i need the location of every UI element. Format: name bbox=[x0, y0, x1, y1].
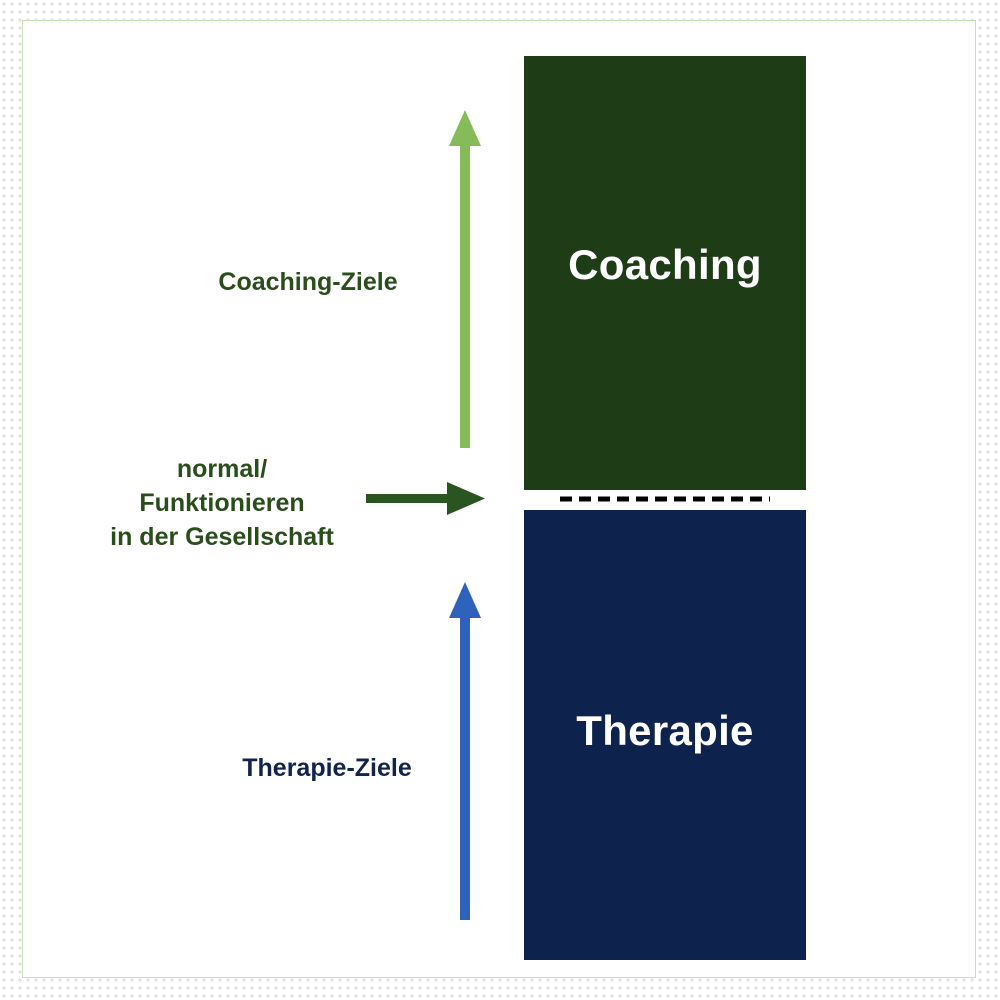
coaching-box: Coaching bbox=[524, 56, 806, 490]
normal-label-line-3: in der Gesellschaft bbox=[110, 523, 334, 551]
therapy-goals-arrow bbox=[449, 582, 481, 920]
normal-label-line-1: normal/ bbox=[176, 455, 268, 483]
therapie-box: Therapie bbox=[524, 510, 806, 960]
normal-functioning-label: normal/ Funktionieren in der Gesellschaf… bbox=[86, 452, 358, 554]
coaching-goals-arrow bbox=[449, 110, 481, 448]
content-frame bbox=[22, 20, 976, 978]
normal-functioning-arrow bbox=[366, 482, 485, 515]
therapie-box-label: Therapie bbox=[576, 707, 754, 754]
normal-label-line-2: Funktionieren bbox=[139, 489, 305, 517]
coaching-goals-label: Coaching-Ziele bbox=[218, 268, 398, 296]
coaching-box-label: Coaching bbox=[568, 241, 762, 288]
therapy-goals-label: Therapie-Ziele bbox=[242, 754, 412, 782]
